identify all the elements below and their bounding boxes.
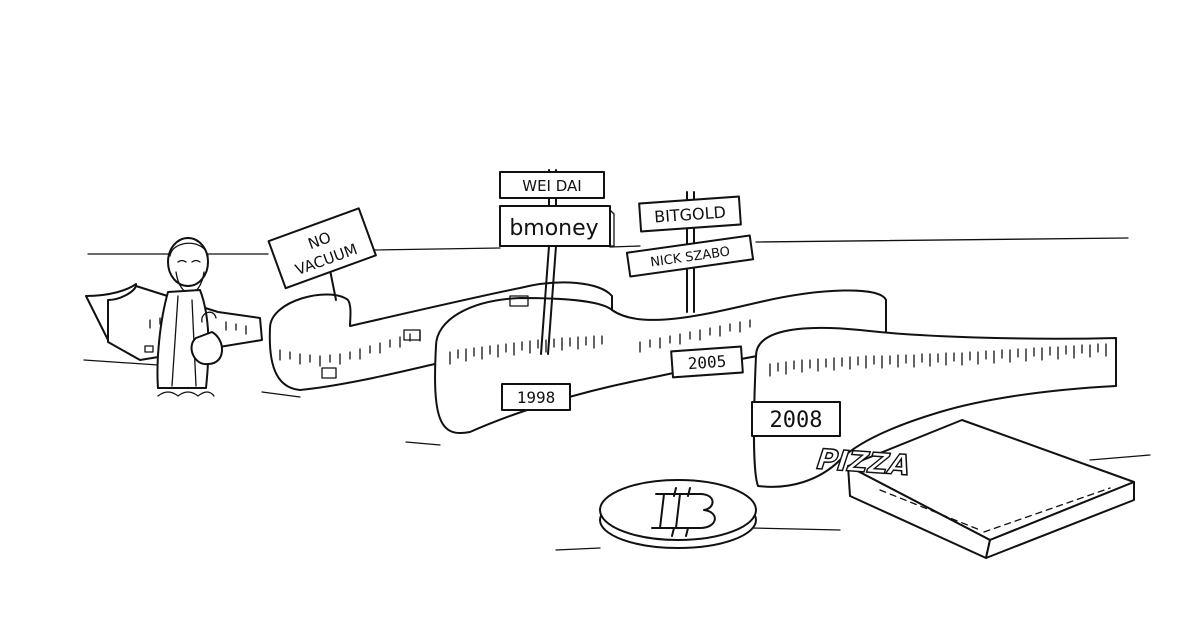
bearded-man-figure (156, 237, 223, 397)
nick-szabo-sign: NICK SZABO (625, 234, 755, 278)
label-1998: 1998 (501, 383, 571, 411)
bmoney-label: bmoney (509, 216, 598, 241)
label-2008: 2008 (751, 401, 841, 437)
bitcoin-coin-icon (599, 479, 757, 549)
year-2008: 2008 (770, 408, 823, 433)
horizon-lines (83, 237, 1151, 551)
year-1998: 1998 (517, 388, 556, 407)
pizza-box-icon: PIZZA (811, 419, 1135, 559)
no-vacuum-sign: NO VACUUM (267, 207, 377, 290)
tape-stickers (144, 295, 529, 379)
wei-dai-sign: WEI DAI (499, 171, 605, 199)
bitgold-sign: BITGOLD (638, 195, 742, 233)
bmoney-sign: bmoney (499, 205, 615, 247)
label-2005: 2005 (670, 345, 744, 379)
wei-dai-label: WEI DAI (522, 177, 581, 195)
pizza-label: PIZZA (812, 443, 915, 481)
year-2005: 2005 (687, 352, 727, 374)
bitgold-label: BITGOLD (654, 203, 727, 227)
